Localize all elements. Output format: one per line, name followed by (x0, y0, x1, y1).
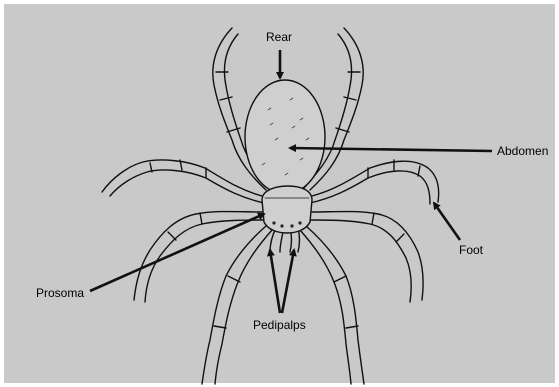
leg-second-left (102, 160, 264, 203)
label-foot: Foot (459, 244, 483, 256)
label-rear: Rear (266, 31, 292, 43)
abdomen-drawing (245, 80, 325, 194)
prosoma-drawing (262, 186, 312, 233)
prosoma-pointer-arrow (90, 214, 264, 291)
leg-third-right (310, 212, 423, 303)
label-prosoma: Prosoma (36, 287, 84, 299)
label-pedipalps: Pedipalps (253, 319, 306, 331)
leg-second-right (310, 160, 439, 204)
label-abdomen: Abdomen (497, 145, 548, 157)
leg-third-left (134, 212, 264, 303)
leg-rear-right (300, 226, 364, 384)
leg-rear-left (202, 226, 272, 384)
pedipalp-right-pointer-arrow (282, 250, 294, 313)
pedipalp-left-pointer-arrow (270, 250, 280, 313)
foot-pointer-arrow (434, 203, 460, 240)
